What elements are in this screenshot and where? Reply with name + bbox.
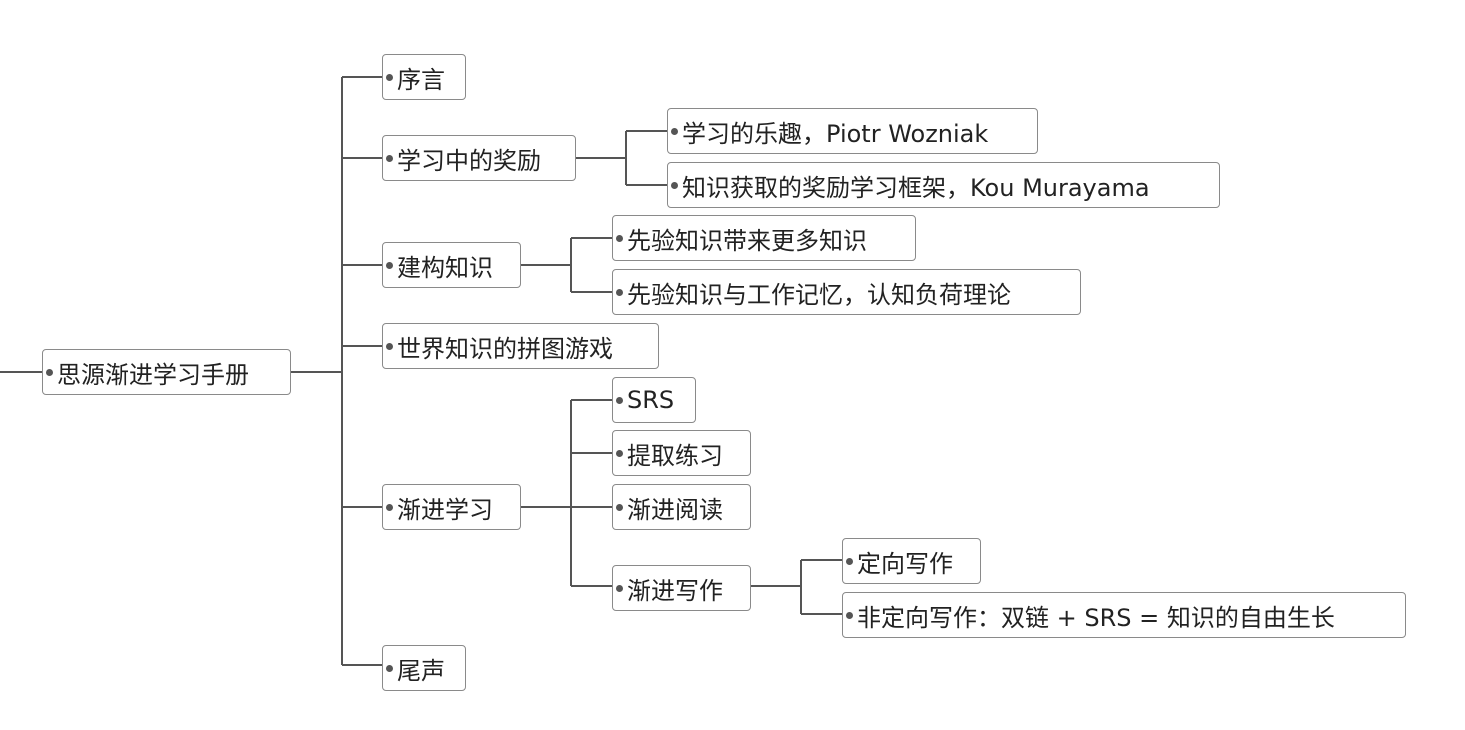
node-dot [671, 181, 678, 189]
subtopic-prior-knowledge-more[interactable]: 先验知识带来更多知识 [612, 215, 916, 261]
subtopic-label: 学习的乐趣，Piotr Wozniak [682, 119, 989, 148]
subtopic-label: 先验知识带来更多知识 [627, 226, 867, 255]
subtopic-label: 知识获取的奖励学习框架，Kou Murayama [682, 173, 1150, 202]
topic-rewards-in-learning[interactable]: 学习中的奖励 [382, 135, 576, 181]
subtopic-label: SRS [627, 386, 675, 414]
subtopic-prior-knowledge-working-memory[interactable]: 先验知识与工作记忆，认知负荷理论 [612, 269, 1081, 315]
node-dot [386, 261, 393, 269]
subtopic-directed-writing[interactable]: 定向写作 [842, 538, 981, 584]
subtopic-undirected-writing[interactable]: 非定向写作：双链 + SRS = 知识的自由生长 [842, 592, 1406, 638]
topic-label: 尾声 [397, 656, 445, 685]
node-dot [386, 342, 393, 350]
subtopic-retrieval-practice[interactable]: 提取练习 [612, 430, 751, 476]
topic-label: 序言 [397, 65, 445, 94]
node-dot [616, 396, 623, 404]
subtopic-label: 先验知识与工作记忆，认知负荷理论 [627, 280, 1011, 309]
node-dot [616, 503, 623, 511]
subtopic-label: 渐进阅读 [627, 495, 723, 524]
topic-constructing-knowledge[interactable]: 建构知识 [382, 242, 521, 288]
topic-preface[interactable]: 序言 [382, 54, 466, 100]
subtopic-incremental-reading[interactable]: 渐进阅读 [612, 484, 751, 530]
topic-label: 建构知识 [397, 253, 493, 282]
subtopic-label: 定向写作 [857, 549, 953, 578]
root-topic-label: 思源渐进学习手册 [57, 360, 249, 389]
node-dot [616, 449, 623, 457]
subtopic-label: 渐进写作 [627, 576, 723, 605]
subtopic-label: 非定向写作：双链 + SRS = 知识的自由生长 [857, 603, 1335, 632]
topic-label: 渐进学习 [397, 495, 493, 524]
node-dot [846, 557, 853, 565]
root-topic[interactable]: 思源渐进学习手册 [42, 349, 291, 395]
topic-epilogue[interactable]: 尾声 [382, 645, 466, 691]
node-dot [846, 611, 853, 619]
node-dot [671, 127, 678, 135]
subtopic-joy-of-learning[interactable]: 学习的乐趣，Piotr Wozniak [667, 108, 1038, 154]
node-dot [616, 584, 623, 592]
node-dot [386, 664, 393, 672]
topic-label: 世界知识的拼图游戏 [397, 334, 613, 363]
node-dot [46, 368, 53, 376]
subtopic-incremental-writing[interactable]: 渐进写作 [612, 565, 751, 611]
node-dot [386, 154, 393, 162]
topic-world-knowledge-puzzle[interactable]: 世界知识的拼图游戏 [382, 323, 659, 369]
node-dot [616, 288, 623, 296]
subtopic-label: 提取练习 [627, 441, 723, 470]
node-dot [386, 503, 393, 511]
subtopic-reward-learning-framework[interactable]: 知识获取的奖励学习框架，Kou Murayama [667, 162, 1220, 208]
subtopic-srs[interactable]: SRS [612, 377, 696, 423]
node-dot [386, 73, 393, 81]
topic-incremental-learning[interactable]: 渐进学习 [382, 484, 521, 530]
topic-label: 学习中的奖励 [397, 146, 541, 175]
node-dot [616, 234, 623, 242]
